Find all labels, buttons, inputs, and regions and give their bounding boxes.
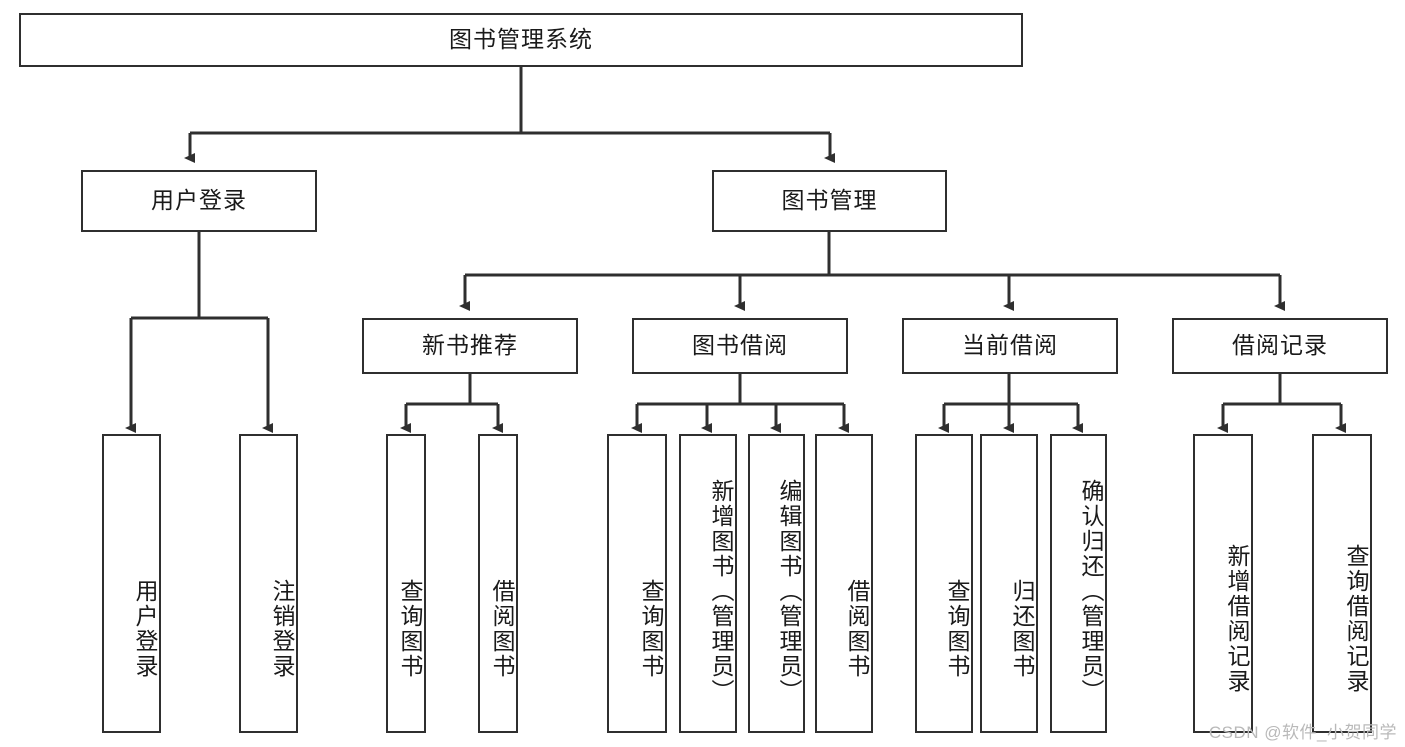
leaf-edit-book-admin-label: 编辑图书（管理员） (776, 479, 802, 704)
leaf-confirm-return-admin-label: 确认归还（管理员） (1078, 479, 1104, 704)
node-book-management[interactable]: 图书管理 (712, 170, 947, 232)
leaf-edit-book-admin[interactable]: 编辑图书（管理员） (748, 434, 805, 733)
node-book-borrow-label: 图书借阅 (692, 332, 788, 359)
node-new-book-recommend[interactable]: 新书推荐 (362, 318, 578, 374)
leaf-user-login[interactable]: 用户登录 (102, 434, 161, 733)
leaf-return-book[interactable]: 归还图书 (980, 434, 1038, 733)
leaf-query-borrow-record[interactable]: 查询借阅记录 (1312, 434, 1372, 733)
leaf-query-book-current[interactable]: 查询图书 (915, 434, 973, 733)
leaf-add-borrow-record-label: 新增借阅记录 (1224, 543, 1250, 694)
node-book-borrow[interactable]: 图书借阅 (632, 318, 848, 374)
node-user-login[interactable]: 用户登录 (81, 170, 317, 232)
leaf-query-book-borrow-label: 查询图书 (638, 578, 664, 679)
leaf-logout-label: 注销登录 (269, 578, 295, 679)
node-new-book-recommend-label: 新书推荐 (422, 332, 518, 359)
leaf-confirm-return-admin[interactable]: 确认归还（管理员） (1050, 434, 1107, 733)
leaf-add-book-admin[interactable]: 新增图书（管理员） (679, 434, 737, 733)
node-borrow-record-label: 借阅记录 (1232, 332, 1328, 359)
leaf-query-book-current-label: 查询图书 (944, 578, 970, 679)
leaf-query-borrow-record-label: 查询借阅记录 (1343, 543, 1369, 694)
node-book-management-label: 图书管理 (781, 187, 878, 214)
leaf-query-book-recommend-label: 查询图书 (397, 578, 423, 679)
leaf-borrow-book-label: 借阅图书 (844, 578, 870, 679)
node-user-login-label: 用户登录 (151, 187, 247, 214)
leaf-query-book-borrow[interactable]: 查询图书 (607, 434, 667, 733)
leaf-query-book-recommend[interactable]: 查询图书 (386, 434, 426, 733)
leaf-borrow-book-recommend-label: 借阅图书 (489, 578, 515, 679)
leaf-return-book-label: 归还图书 (1009, 578, 1035, 679)
node-borrow-record[interactable]: 借阅记录 (1172, 318, 1388, 374)
leaf-add-book-admin-label: 新增图书（管理员） (708, 479, 734, 704)
leaf-borrow-book-recommend[interactable]: 借阅图书 (478, 434, 518, 733)
node-root[interactable]: 图书管理系统 (19, 13, 1023, 67)
leaf-logout[interactable]: 注销登录 (239, 434, 298, 733)
leaf-add-borrow-record[interactable]: 新增借阅记录 (1193, 434, 1253, 733)
node-current-borrow-label: 当前借阅 (962, 332, 1058, 359)
leaf-borrow-book[interactable]: 借阅图书 (815, 434, 873, 733)
node-current-borrow[interactable]: 当前借阅 (902, 318, 1118, 374)
leaf-user-login-label: 用户登录 (132, 578, 158, 679)
watermark: CSDN @软件_小贺同学 (1208, 723, 1397, 742)
node-root-label: 图书管理系统 (449, 26, 593, 53)
